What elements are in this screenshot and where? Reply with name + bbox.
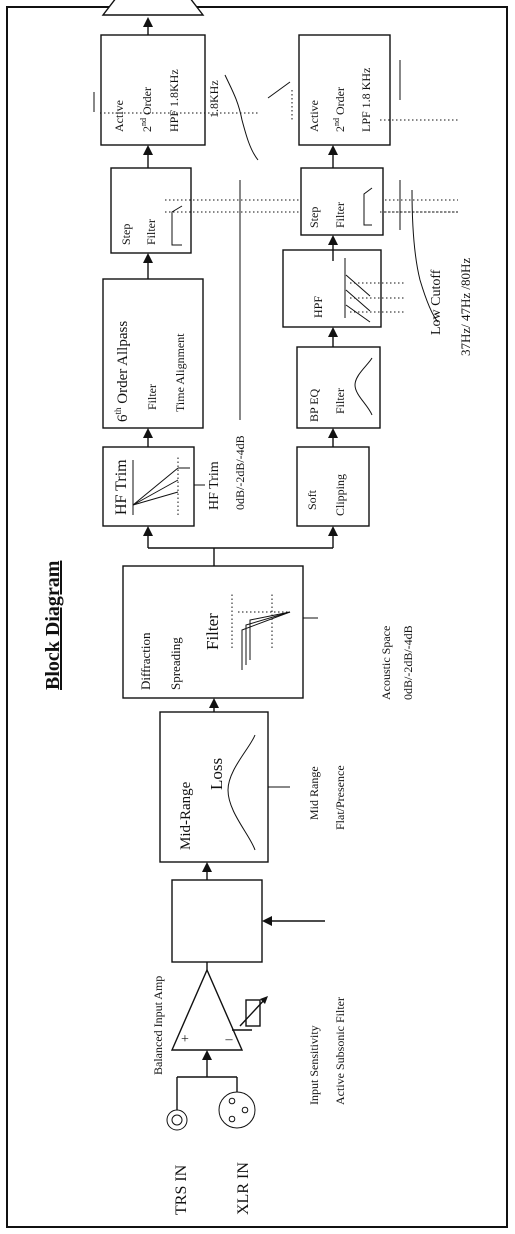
hf-amp-icon <box>101 0 205 16</box>
mid-range-label: Mid-Range <box>178 781 194 850</box>
bp-eq-label: BP EQ <box>307 388 321 422</box>
input-wires <box>176 1050 238 1110</box>
soft-label: Soft <box>305 489 319 510</box>
svg-text:Balanced Input Amp: Balanced Input Amp <box>151 976 165 1075</box>
spreading-label: Spreading <box>168 637 183 690</box>
hf-trim-curve-icon <box>132 455 190 515</box>
mid-range-box <box>159 711 269 863</box>
acoustic-space-label: Acoustic Space <box>379 626 393 700</box>
allpass-box <box>102 278 204 429</box>
low-cutoff-freqs: 37Hz/ 47Hz /80Hz <box>458 258 473 356</box>
lf-active-label: Active <box>307 100 321 132</box>
subsonic-filter-box <box>171 879 263 963</box>
hf-step-label: Step <box>119 224 133 245</box>
lf-active-lpf-box <box>298 34 391 146</box>
subsonic-label: Active Subsonic Filter <box>333 997 347 1105</box>
lf-hpf-box <box>282 249 382 328</box>
diagram-title: Block Diagram <box>42 560 64 690</box>
balanced-amp-label: Balanced Input Amp <box>151 976 165 1075</box>
trs-label: TRS IN <box>173 1164 190 1215</box>
lf-lpf-response-icon <box>411 189 439 323</box>
lf-step-filter-box <box>300 167 384 236</box>
svg-text:XLR IN: XLR IN <box>235 1162 252 1215</box>
hf-active-hpf-box <box>100 34 206 146</box>
mid-range-caption: Mid Range <box>307 766 321 820</box>
lf-step-filter-label: Filter <box>333 202 347 228</box>
hf-active-label: Active <box>112 100 126 132</box>
balanced-input-amp-icon: + – <box>170 968 268 1051</box>
time-alignment-label: Time Alignment <box>173 333 187 412</box>
hf-step-filter-label: Filter <box>144 219 158 245</box>
trs-jack-icon <box>166 1109 188 1131</box>
allpass-filter-label: Filter <box>145 384 159 410</box>
outer-frame <box>6 6 508 1228</box>
hf-trim-caption: HF Trim <box>207 461 222 510</box>
flat-presence-label: Flat/Presence <box>333 765 347 830</box>
hf-trim-levels: 0dB/-2dB/-4dB <box>233 435 247 510</box>
diffraction-label: Diffraction <box>138 632 153 690</box>
hf-hpf-curve-icon <box>93 74 260 420</box>
svg-text:TRS IN: TRS IN <box>173 1164 190 1215</box>
hpf-18-label: HPF 1.8KHz <box>167 69 181 132</box>
diffraction-box <box>122 565 304 699</box>
hf-trim-box <box>102 446 195 527</box>
lf-order-label: 2nd Order <box>332 87 347 132</box>
lf-hpf-curve-icon <box>344 258 405 323</box>
lf-step-label: Step <box>307 207 321 228</box>
amp-minus-sign: – <box>225 1032 234 1047</box>
lf-lpf-curve-icon <box>267 60 460 230</box>
svg-text:Active Subsonic Filter: Active Subsonic Filter <box>333 997 347 1105</box>
bp-eq-box <box>296 346 381 429</box>
bp-filter-label: Filter <box>333 388 347 414</box>
title-text: Block Diagram <box>42 560 64 690</box>
input-sensitivity-label: Input Sensitivity <box>307 1025 321 1105</box>
bp-eq-curve-icon <box>354 357 373 416</box>
allpass-title: 6th Order Allpass <box>113 321 131 422</box>
hf-order-label: 2nd Order <box>139 87 154 132</box>
lpf-18-label: LPF 1.8 KHz <box>359 68 373 132</box>
hf-trim-label: HF Trim <box>113 459 130 515</box>
hpf-18-marker: 1.8KHz <box>207 80 221 118</box>
lf-hpf-label: HPF <box>311 296 325 318</box>
hf-step-filter-box <box>110 167 192 254</box>
mid-range-curve-icon <box>227 734 256 851</box>
low-cutoff-label: Low Cutoff <box>429 269 444 335</box>
amp-plus-sign: + <box>181 1032 189 1047</box>
split-wires <box>143 526 338 566</box>
diffraction-filter-curve-icon <box>231 592 291 670</box>
loss-label: Loss <box>207 758 226 790</box>
clipping-label: Clipping <box>333 474 347 516</box>
diffraction-filter-label: Filter <box>203 613 222 650</box>
acoustic-space-levels: 0dB/-2dB/-4dB <box>401 625 415 700</box>
xlr-label: XLR IN <box>235 1162 252 1215</box>
svg-text:Input Sensitivity: Input Sensitivity <box>307 1025 321 1105</box>
xlr-jack-icon <box>218 1091 256 1129</box>
lf-step-curve-icon <box>363 187 373 226</box>
